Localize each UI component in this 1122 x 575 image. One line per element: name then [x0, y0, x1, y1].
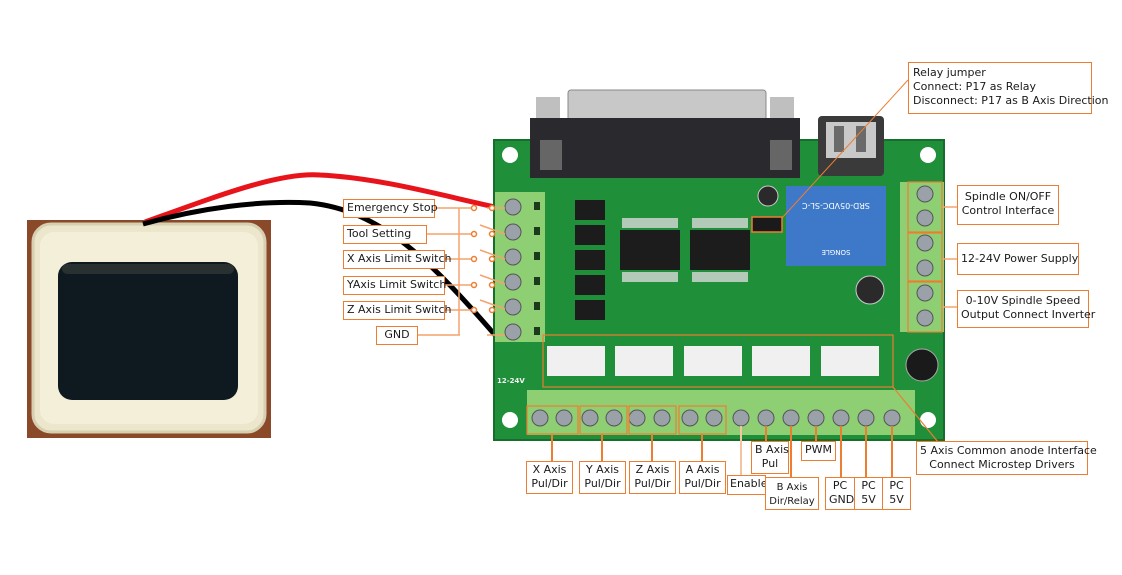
callout-line: Enable — [730, 477, 768, 490]
common-anode-leader — [892, 386, 939, 443]
callout-line: Spindle ON/OFF — [964, 190, 1052, 203]
callout-line: Output Connect Inverter — [961, 308, 1096, 321]
mounting-hole — [502, 147, 518, 163]
emergency-stop-switch — [27, 220, 271, 438]
y-axis-limit-label: YAxis Limit Switch — [343, 276, 446, 295]
relay: SRD-05VDC-SL-C SONGLE — [786, 186, 886, 266]
callout-line: Pul/Dir — [684, 477, 721, 490]
left-connector-lines — [416, 207, 506, 336]
z-axis-limit-label: Z Axis Limit Switch — [343, 301, 451, 320]
pc-gnd-callout: PC GND — [825, 477, 855, 510]
callout-line: Relay jumper — [913, 66, 986, 79]
callout-line: PC — [832, 479, 848, 492]
x-axis-pul-dir-callout: X Axis Pul/Dir — [526, 461, 573, 494]
callout-line: Z Axis — [635, 463, 670, 476]
enable-callout: Enable — [727, 475, 768, 495]
svg-text:SRD-05VDC-SL-C: SRD-05VDC-SL-C — [802, 201, 870, 210]
y-axis-pul-dir-callout: Y Axis Pul/Dir — [579, 461, 626, 494]
callout-line: 5V — [889, 493, 904, 506]
callout-line: X Axis — [532, 463, 567, 476]
left-terminal-block — [495, 192, 545, 342]
callout-line: Dir/Relay — [769, 496, 815, 507]
callout-line: PC — [889, 479, 904, 492]
x-axis-limit-label: X Axis Limit Switch — [343, 250, 451, 269]
callout-line: Connect Microstep Drivers — [929, 458, 1075, 471]
right-terminal-block — [900, 181, 944, 333]
callout-line: Disconnect: P17 as B Axis Direction — [913, 94, 1109, 107]
buffer-chip-2 — [690, 230, 750, 270]
callout-line: Pul/Dir — [584, 477, 621, 490]
callout-line: Pul/Dir — [531, 477, 568, 490]
callout-line: 0-10V Spindle Speed — [965, 294, 1081, 307]
callout-line: 5 Axis Common anode Interface — [920, 444, 1097, 457]
svg-text:SONGLE: SONGLE — [822, 248, 851, 256]
optocouplers — [575, 200, 605, 320]
callout-line: B Axis — [755, 443, 789, 456]
callout-line: Control Interface — [961, 204, 1055, 217]
relay-jumper-leader — [781, 79, 909, 219]
relay-jumper-callout: Relay jumper Connect: P17 as Relay Disco… — [908, 62, 1109, 114]
contact-dots — [470, 204, 496, 314]
gnd-label: GND — [376, 326, 418, 345]
pc-5v-callout-2: PC 5V — [882, 477, 911, 510]
b-axis-pul-callout: B Axis Pul — [751, 441, 789, 474]
emergency-stop-label: Emergency Stop — [343, 199, 438, 218]
capacitor — [905, 348, 939, 382]
callout-line: GND — [829, 493, 855, 506]
buffer-chip-1 — [620, 230, 680, 270]
spindle-speed-callout: 0-10V Spindle Speed Output Connect Inver… — [957, 290, 1096, 328]
breakout-board: SRD-05VDC-SL-C SONGLE — [493, 89, 945, 441]
z-axis-pul-dir-callout: Z Axis Pul/Dir — [629, 461, 676, 494]
common-anode-callout: 5 Axis Common anode Interface Connect Mi… — [916, 441, 1097, 475]
spindle-on-off-callout: Spindle ON/OFF Control Interface — [957, 185, 1059, 225]
callout-line: Y Axis — [585, 463, 620, 476]
db25-connector — [530, 89, 800, 178]
pwm-callout: PWM — [801, 441, 836, 461]
a-axis-pul-dir-callout: A Axis Pul/Dir — [679, 461, 726, 494]
callout-line: Pul/Dir — [634, 477, 671, 490]
callout-line: Pul — [761, 457, 779, 470]
bottom-leaders — [551, 426, 893, 477]
tool-setting-label: Tool Setting — [343, 225, 427, 244]
callout-line: PC — [861, 479, 876, 492]
mounting-hole — [920, 412, 936, 428]
bottom-terminal-block — [526, 390, 915, 435]
b-axis-dir-relay-callout: B Axis Dir/Relay — [765, 477, 819, 510]
pc-5v-callout: PC 5V — [854, 477, 883, 510]
callout-line: A Axis — [685, 463, 720, 476]
svg-text:12-24V: 12-24V — [497, 377, 525, 385]
capacitor — [757, 185, 779, 207]
callout-line: PWM — [805, 443, 833, 456]
callout-line: 5V — [861, 493, 876, 506]
red-wire — [144, 172, 496, 225]
relay-jumper — [751, 216, 783, 233]
callout-line: B Axis — [776, 482, 808, 493]
mounting-hole — [502, 412, 518, 428]
stepper-headers — [542, 334, 894, 388]
right-connector-lines — [942, 206, 958, 308]
callout-line: Connect: P17 as Relay — [913, 80, 1037, 93]
capacitor — [855, 275, 885, 305]
callout-line: 12-24V Power Supply — [961, 252, 1079, 265]
mounting-hole — [920, 147, 936, 163]
power-supply-callout: 12-24V Power Supply — [957, 243, 1079, 275]
